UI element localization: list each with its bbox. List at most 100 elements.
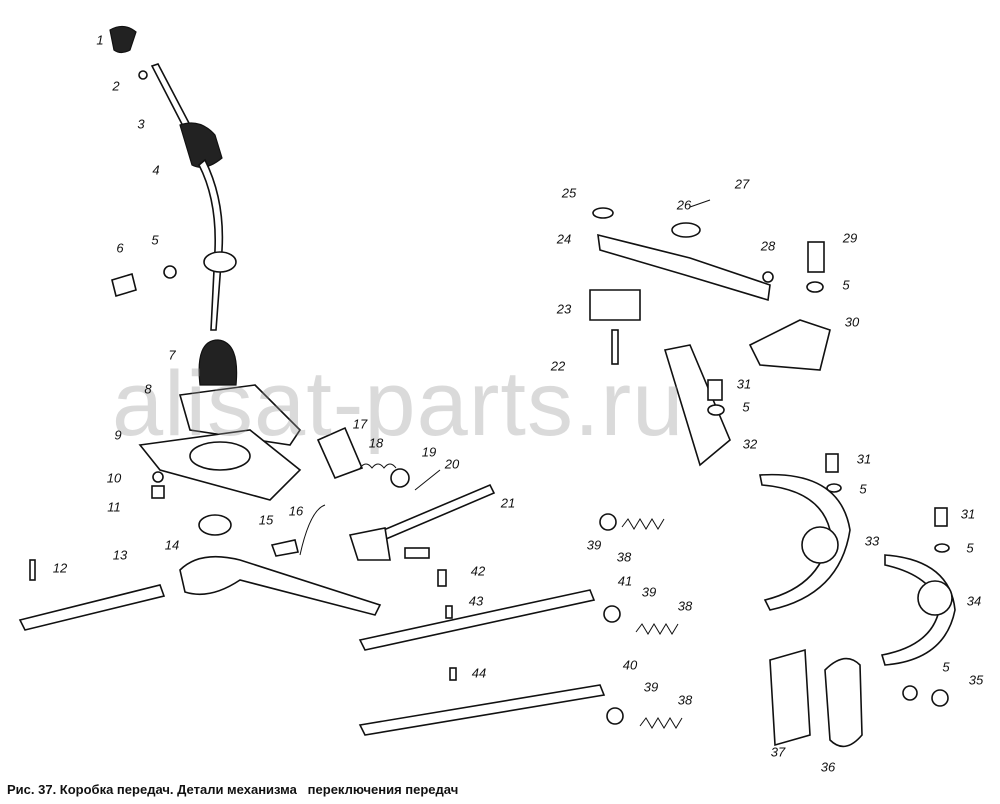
- part-label: 33: [864, 533, 880, 549]
- bolt-29: [807, 241, 825, 273]
- spring-7: [198, 339, 238, 386]
- washer-5d: [902, 685, 918, 701]
- part-label: 5: [966, 540, 974, 556]
- part-label: 38: [616, 549, 632, 565]
- part-label: 7: [168, 347, 176, 363]
- rod-41: [358, 589, 596, 651]
- plate-37: [769, 648, 811, 747]
- spring-38a: [621, 518, 665, 530]
- part-label: 28: [760, 238, 776, 254]
- part-label: 23: [556, 301, 572, 317]
- washer-10: [152, 471, 164, 483]
- fork-33: [759, 473, 851, 611]
- part-label: 5: [942, 659, 950, 675]
- gasket-hole: [189, 441, 251, 471]
- part-label: 8: [144, 381, 152, 397]
- part-label: 12: [52, 560, 68, 576]
- rod-40: [358, 684, 606, 736]
- fork-23: [589, 289, 641, 321]
- bracket-30: [748, 319, 831, 371]
- part-label: 27: [734, 176, 750, 192]
- gear-lever-assembly: [109, 25, 237, 331]
- washer-5-32: [707, 404, 725, 416]
- bolt-11: [151, 485, 165, 499]
- part-label: 41: [617, 573, 633, 589]
- part-label: 38: [677, 598, 693, 614]
- part-label: 39: [643, 679, 659, 695]
- part-label: 31: [856, 451, 872, 467]
- pin-22: [611, 329, 619, 365]
- part-label: 13: [112, 547, 128, 563]
- part-label: 17: [352, 416, 368, 432]
- part-label: 34: [966, 593, 982, 609]
- part-label: 11: [107, 499, 121, 515]
- washer-26: [671, 222, 701, 238]
- part-label: 35: [968, 672, 984, 688]
- part-label: 20: [444, 456, 460, 472]
- part-label: 14: [164, 537, 180, 553]
- fork-33-hub: [801, 526, 839, 564]
- gasket-36: [824, 657, 863, 748]
- part-label: 5: [859, 481, 867, 497]
- washer-5c: [934, 543, 950, 553]
- ball-39b: [603, 605, 621, 623]
- part-label: 29: [842, 230, 858, 246]
- bolt-6: [111, 272, 137, 298]
- spring-18: [359, 463, 397, 469]
- pin-43: [445, 605, 453, 619]
- part-label: 26: [676, 197, 692, 213]
- shaft-13: [18, 584, 166, 631]
- part-label: 4: [152, 162, 160, 178]
- ball-39a: [599, 513, 617, 531]
- lever-32: [663, 344, 731, 467]
- bolt-31b: [825, 453, 839, 473]
- part-label: 18: [368, 435, 384, 451]
- part-label: 5: [842, 277, 850, 293]
- cotter-pin-20: [414, 469, 441, 491]
- bushing-17: [316, 426, 364, 480]
- part-label: 9: [114, 427, 122, 443]
- part-label: 36: [820, 759, 836, 775]
- washer-5-top: [806, 281, 824, 293]
- lever-14: [179, 555, 382, 616]
- part-label: 6: [116, 240, 124, 256]
- part-label: 5: [742, 399, 750, 415]
- part-label: 1: [96, 32, 104, 48]
- bolt-31c: [934, 507, 948, 527]
- pin-42b: [437, 569, 447, 587]
- lockwasher-28: [762, 271, 774, 283]
- pin-44: [449, 667, 457, 681]
- watermark: alisat-parts.ru: [112, 353, 685, 455]
- part-label: 37: [770, 744, 786, 760]
- figure-caption: Рис. 37. Коробка передач. Детали механиз…: [7, 782, 459, 797]
- part-label: 44: [471, 665, 487, 681]
- spring-38c: [639, 717, 683, 729]
- plate-8: [178, 384, 302, 446]
- part-label: 16: [288, 503, 304, 519]
- pin-12: [29, 559, 36, 581]
- washer-19: [390, 468, 410, 488]
- part-label: 2: [112, 78, 120, 94]
- link-24: [597, 233, 771, 302]
- pin-42: [404, 547, 430, 559]
- part-label: 40: [622, 657, 638, 673]
- washer-25: [592, 207, 614, 219]
- ball-39c: [606, 707, 624, 725]
- part-label: 38: [677, 692, 693, 708]
- part-label: 3: [137, 116, 145, 132]
- pin-27: [689, 199, 711, 208]
- part-label: 22: [550, 358, 566, 374]
- part-label: 43: [468, 593, 484, 609]
- screw-15: [270, 539, 299, 557]
- spring-38b: [635, 623, 679, 635]
- nut-35: [931, 689, 949, 707]
- part-label: 24: [556, 231, 572, 247]
- part-label: 30: [844, 314, 860, 330]
- part-label: 31: [960, 506, 976, 522]
- lever-14-boss: [198, 514, 232, 536]
- lockwasher-5: [163, 265, 177, 279]
- spring-wire-16: [299, 504, 326, 556]
- part-label: 21: [500, 495, 516, 511]
- part-label: 31: [736, 376, 752, 392]
